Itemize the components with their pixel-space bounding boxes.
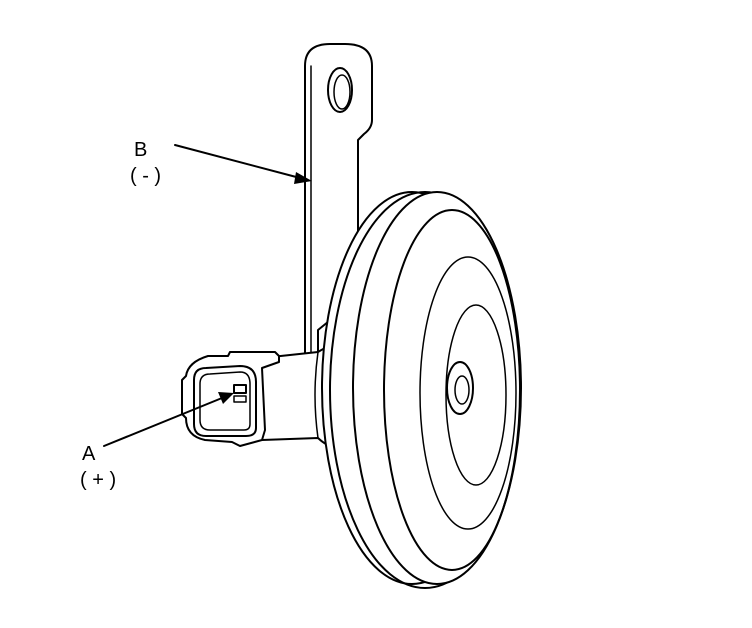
callout-a-letter: A — [82, 443, 96, 465]
leader-line-b — [174, 144, 312, 184]
horn-dish — [321, 191, 522, 589]
horn-connector — [181, 351, 280, 447]
bracket-mount-hole — [327, 67, 353, 113]
callout-b-letter: B — [134, 139, 147, 161]
callout-a-polarity: ( + ) — [80, 469, 116, 491]
callout-b-polarity: ( - ) — [130, 165, 161, 187]
leader-arrowhead-b — [294, 172, 312, 184]
connector-terminal — [233, 384, 247, 394]
leader-line-a — [103, 392, 234, 447]
leader-arrowhead-a — [218, 392, 234, 404]
